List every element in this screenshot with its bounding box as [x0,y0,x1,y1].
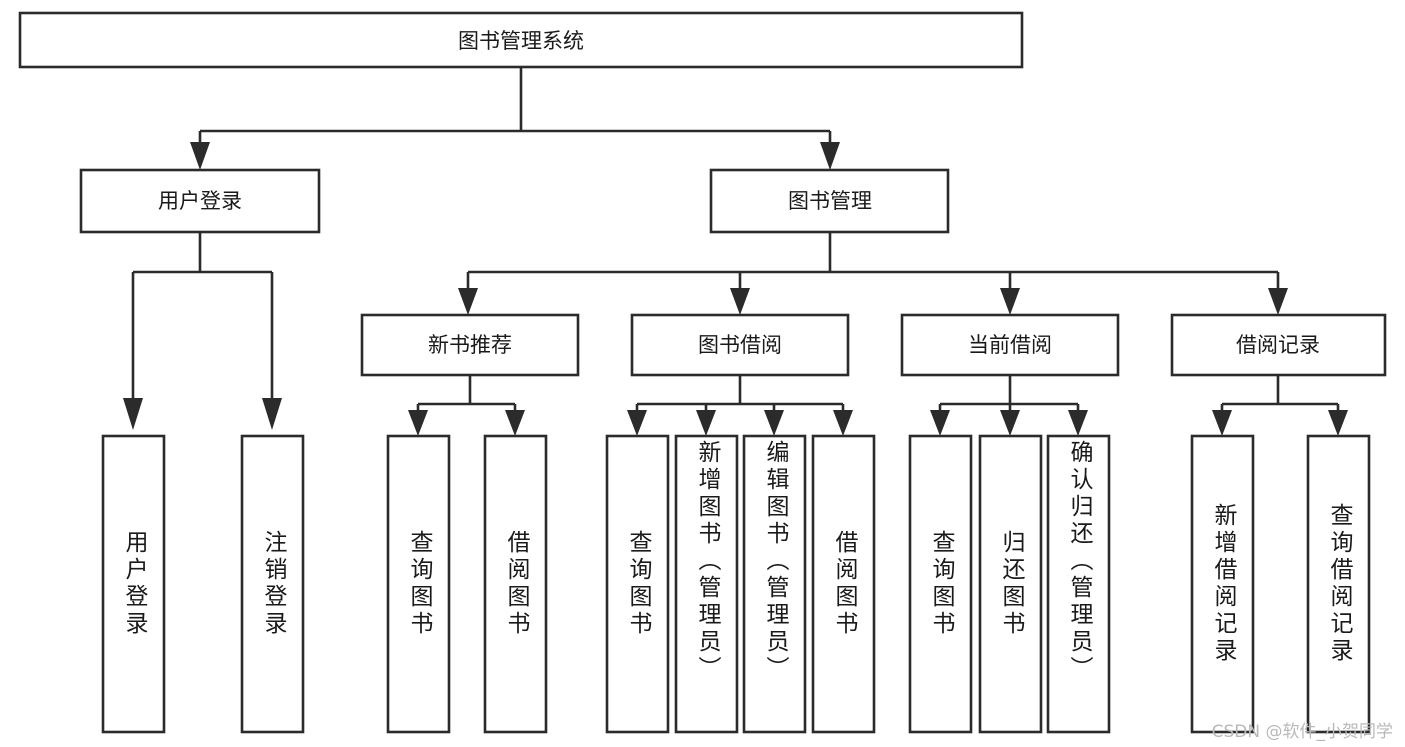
arrow-head-nb-1 [408,410,428,436]
node-user-login[interactable]: 用户登录 [79,168,321,234]
node-borrow-record[interactable]: 借阅记录 [1170,313,1387,377]
connector-group-root-to-level2 [190,67,840,170]
leaf-box-cb-confirm-return[interactable] [1046,434,1111,734]
node-book-manage-box[interactable] [709,168,950,234]
arrow-head-bb-3 [764,410,784,436]
arrow-head-bb-1 [627,410,647,436]
node-user-login-label: 用户登录 [158,189,242,213]
node-borrow-record-label: 借阅记录 [1236,333,1320,357]
connector-group-bookborrow-to-leaves [627,375,853,436]
arrow-head-nb-2 [505,410,525,436]
arrow-head-current-borrow [1000,288,1020,315]
leaf-box-cb-query-book[interactable] [908,434,973,734]
leaf-box-logout[interactable] [240,434,305,734]
leaf-box-nb-borrow-book[interactable] [483,434,548,734]
arrow-head-cb-3 [1068,410,1088,436]
node-new-book-recommend[interactable]: 新书推荐 [360,313,580,377]
node-book-borrow-label: 图书借阅 [698,333,782,357]
node-current-borrow[interactable]: 当前借阅 [900,313,1120,377]
arrow-head-cb-1 [930,410,950,436]
leaf-box-bb-edit-book[interactable] [742,434,807,734]
arrow-head-user-login [190,142,210,170]
arrow-head-br-1 [1212,410,1232,436]
node-new-book-recommend-box[interactable] [360,313,580,377]
arrow-head-cb-2 [1000,410,1020,436]
arrow-head-bb-2 [696,410,716,436]
leaf-box-user-login[interactable] [101,434,166,734]
leaf-box-br-query-record[interactable] [1306,434,1371,734]
connector-group-currentborrow-to-leaves [930,375,1088,436]
leaf-box-bb-add-book[interactable] [674,434,739,734]
connector-group-booklogin-to-leaves [123,232,282,430]
leaf-box-bb-borrow-book[interactable] [811,434,876,734]
arrow-head-book-borrow [730,288,750,315]
arrow-head-bb-4 [833,410,853,436]
leaf-box-br-add-record[interactable] [1190,434,1255,734]
node-root-box[interactable] [18,11,1024,69]
node-book-borrow[interactable]: 图书借阅 [630,313,850,377]
arrow-head-book-manage [820,142,840,170]
arrow-head-new-book [458,288,478,315]
connector-group-newbook-to-leaves [408,375,525,436]
node-root-label: 图书管理系统 [458,29,584,53]
node-user-login-box[interactable] [79,168,321,234]
leaf-box-cb-return-book[interactable] [978,434,1043,734]
watermark-text: CSDN @软件_小贺同学 [1211,722,1393,742]
node-current-borrow-label: 当前借阅 [968,333,1052,357]
arrow-head-leaf-userlogin [123,398,143,430]
node-root[interactable]: 图书管理系统 [18,11,1024,69]
node-book-manage-label: 图书管理 [788,189,872,213]
arrow-head-borrow-record [1268,288,1288,315]
connector-group-borrowrecord-to-leaves [1212,375,1348,436]
node-current-borrow-box[interactable] [900,313,1120,377]
arrow-head-br-2 [1328,410,1348,436]
leaf-box-nb-query-book[interactable] [386,434,451,734]
leaf-box-bb-query-book[interactable] [605,434,670,734]
node-new-book-recommend-label: 新书推荐 [428,333,512,357]
node-book-manage[interactable]: 图书管理 [709,168,950,234]
node-book-borrow-box[interactable] [630,313,850,377]
node-borrow-record-box[interactable] [1170,313,1387,377]
connector-group-bookmanage-to-level3 [458,232,1288,315]
arrow-head-leaf-logout [262,398,282,430]
